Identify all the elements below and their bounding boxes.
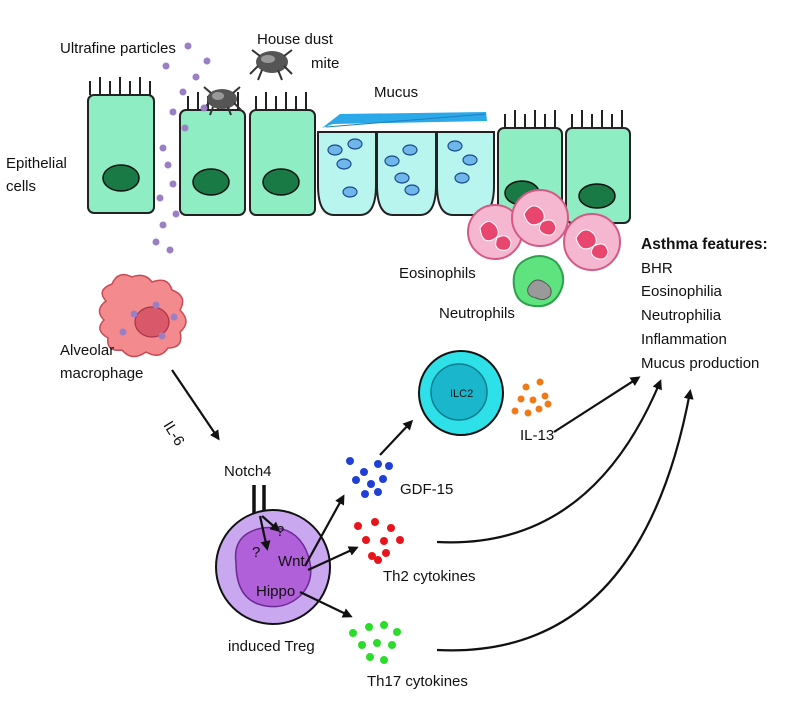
house-dust-mite-icon [249, 49, 293, 81]
label-question-1: ? [276, 523, 284, 540]
goblet-cell [376, 131, 437, 216]
asthma-feature-item: Eosinophilia [641, 283, 723, 300]
induced-treg-cell [215, 485, 331, 625]
asthma-features-title: Asthma features: [641, 236, 768, 253]
eosinophil [563, 213, 621, 271]
asthma-feature-item: Mucus production [641, 355, 759, 372]
label-wnt: Wnt [278, 553, 306, 570]
ultrafine-particles [152, 42, 211, 254]
epithelial-layer [87, 77, 631, 224]
goblet-cell [317, 131, 377, 216]
mucus-layer [322, 112, 487, 128]
th17-molecules [349, 621, 401, 664]
label-th17-cytokines: Th17 cytokines [367, 673, 468, 690]
label-hippo: Hippo [256, 583, 295, 600]
label-notch4: Notch4 [224, 463, 272, 480]
label-th2-cytokines: Th2 cytokines [383, 568, 476, 585]
asthma-feature-item: Inflammation [641, 331, 727, 348]
arrow-macrophage-to-notch4 [171, 369, 220, 441]
asthma-feature-item: BHR [641, 260, 673, 277]
arrow-to-gdf15 [304, 494, 345, 567]
label-alveolar-line1: Alveolar [60, 342, 114, 359]
eosinophil [511, 189, 569, 247]
th2-molecules [354, 518, 404, 564]
label-induced-treg: induced Treg [228, 638, 315, 655]
ciliated-cell [87, 77, 155, 214]
arrow-il13-to-features [553, 376, 641, 433]
asthma-features-list: Asthma features: BHR Eosinophilia Neutro… [641, 236, 768, 372]
label-alveolar-line2: macrophage [60, 365, 143, 382]
arrows [171, 369, 694, 652]
arrow-th17-to-features [436, 389, 694, 652]
label-ilc2: ILC2 [450, 388, 473, 400]
label-gdf15: GDF-15 [400, 481, 453, 498]
arrow-to-th2 [307, 546, 359, 571]
ciliated-cell [565, 110, 631, 224]
label-question-2: ? [252, 544, 260, 561]
arrow-notch-to-hippo [258, 515, 271, 551]
asthma-feature-item: Neutrophilia [641, 307, 722, 324]
label-epithelial-line2: cells [6, 178, 36, 195]
gdf15-molecules [346, 457, 393, 498]
arrow-th2-to-features [436, 379, 662, 544]
label-eosinophils: Eosinophils [399, 265, 476, 282]
arrow-gdf15-to-ilc2 [379, 419, 414, 456]
label-house-dust-mite-line1: House dust [257, 31, 334, 48]
label-mucus: Mucus [374, 84, 418, 101]
arrow-notch-to-wnt [261, 515, 281, 532]
label-epithelial-line1: Epithelial [6, 155, 67, 172]
ilc2-cell [418, 350, 504, 436]
alveolar-macrophage [98, 273, 187, 358]
goblet-cell [436, 131, 495, 216]
arrow-to-th17 [299, 591, 353, 618]
label-il13: IL-13 [520, 427, 554, 444]
eosinophil [467, 204, 523, 260]
il13-molecules [511, 378, 552, 417]
label-house-dust-mite-line2: mite [311, 55, 339, 72]
label-neutrophils: Neutrophils [439, 305, 515, 322]
label-il6: IL-6 [160, 418, 188, 449]
ciliated-cell [249, 92, 316, 216]
neutrophil [512, 255, 565, 308]
label-ultrafine-particles: Ultrafine particles [60, 40, 176, 57]
